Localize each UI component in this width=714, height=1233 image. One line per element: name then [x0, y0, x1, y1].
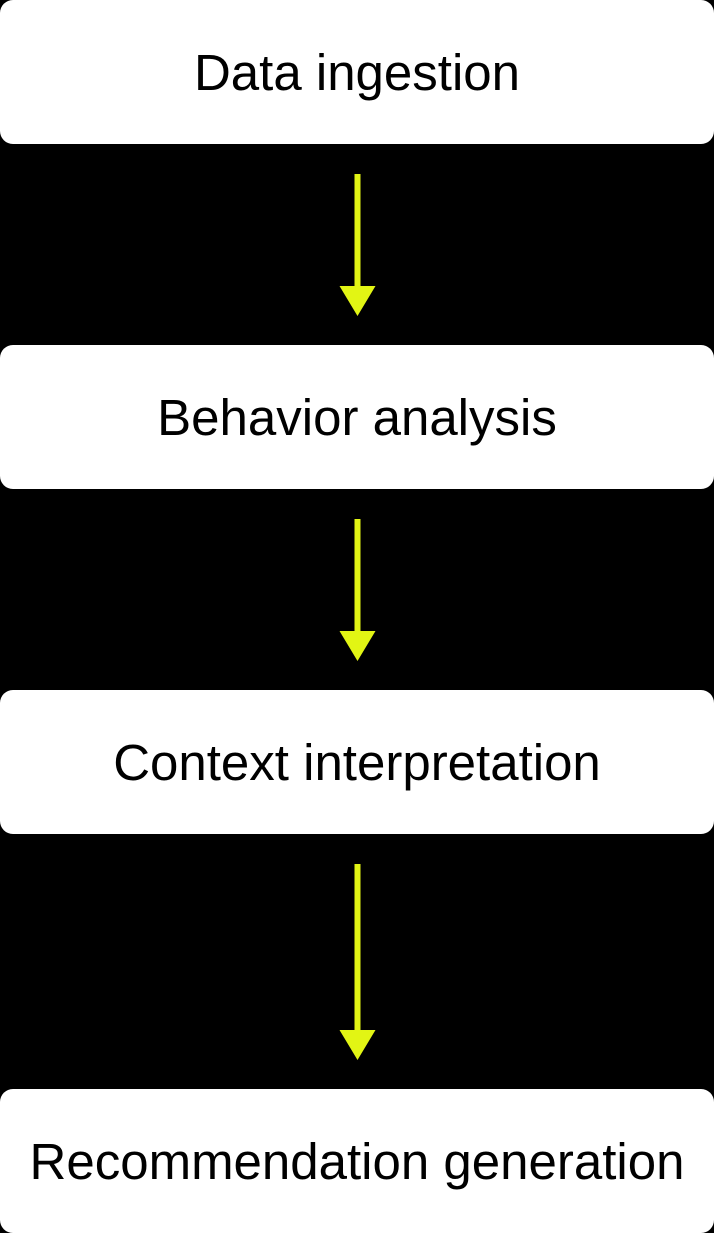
arrow-down-icon — [339, 173, 375, 316]
connector-2 — [0, 489, 714, 690]
arrow-stem — [354, 863, 360, 1032]
node-behavior-analysis: Behavior analysis — [0, 345, 714, 489]
arrow-head — [339, 285, 375, 316]
node-label: Recommendation generation — [29, 1132, 685, 1190]
arrow-down-icon — [339, 863, 375, 1060]
arrow-down-icon — [339, 518, 375, 661]
node-data-ingestion: Data ingestion — [0, 0, 714, 144]
node-label: Behavior analysis — [157, 388, 557, 446]
connector-1 — [0, 144, 714, 345]
arrow-head — [339, 630, 375, 661]
arrow-stem — [354, 173, 360, 288]
node-label: Context interpretation — [113, 733, 601, 791]
node-label: Data ingestion — [193, 43, 521, 101]
node-recommendation-generation: Recommendation generation — [0, 1089, 714, 1233]
node-context-interpretation: Context interpretation — [0, 690, 714, 834]
arrow-stem — [354, 518, 360, 633]
arrow-head — [339, 1029, 375, 1060]
connector-3 — [0, 834, 714, 1089]
